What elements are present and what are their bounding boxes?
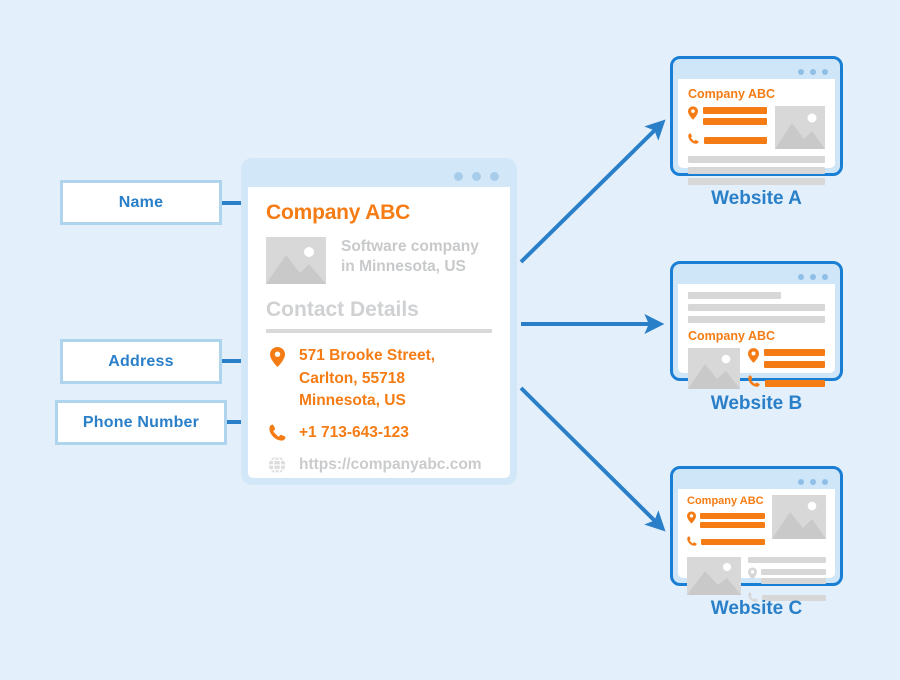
arrow-to-website-c [519,386,666,532]
detail-row-phone: +1 713-643-123 [266,422,492,445]
card-body: Company ABC Software company in Minnesot… [248,187,510,478]
content-bar [762,595,826,601]
window-dot-1 [454,171,463,181]
content-bar [688,156,825,163]
website-a-body: Company ABC [678,79,835,185]
phone-icon [748,374,760,392]
website-a-label: Website A [711,188,802,209]
website-a-company-name: Company ABC [688,87,776,101]
website-b-label: Website B [710,393,803,414]
website-line-1: https://companyabc.com [299,455,482,473]
address-text: 571 Brooke Street, Carlton, 55718 Minnes… [299,345,435,413]
content-bar [703,106,767,114]
map-pin-icon-gray [748,567,757,585]
label-box-phone-number[interactable]: Phone Number [55,400,227,445]
business-listing-card: Company ABC Software company in Minnesot… [241,158,517,485]
label-box-name[interactable]: Name [60,180,222,225]
image-placeholder-icon [687,557,741,595]
window-dot-3 [490,171,499,181]
arrow-to-website-a [519,119,666,264]
map-pin-icon [748,348,759,368]
label-text-address: Address [108,352,174,370]
phone-line-1: +1 713-643-123 [299,423,409,441]
content-bar [700,521,765,528]
image-placeholder-icon [772,495,826,539]
window-dot-1 [798,273,804,280]
content-bar [688,304,825,311]
content-bar [704,136,767,144]
website-card-c[interactable]: Company ABC [670,466,843,602]
website-text: https://companyabc.com [299,454,482,477]
window-dot-1 [798,478,804,485]
image-placeholder-icon [775,106,825,149]
website-c-titlebar [678,474,835,489]
window-dot-2 [810,68,816,75]
map-pin-icon [687,511,696,529]
globe-icon [266,454,288,474]
company-name: Company ABC [266,201,411,224]
website-card-a[interactable]: Company ABC [670,56,843,185]
connector-line-address [222,359,252,363]
window-dot-3 [822,478,828,485]
website-c-body: Company ABC [678,489,835,602]
content-bar [688,178,825,185]
content-bar [703,117,767,125]
phone-icon-gray [748,589,758,607]
image-placeholder-icon [266,237,326,284]
window-dot-1 [798,68,804,75]
contact-details-heading: Contact Details [266,298,419,321]
map-pin-icon [688,106,698,125]
label-box-address[interactable]: Address [60,339,222,384]
website-c-company-name: Company ABC [687,495,764,507]
content-bar [688,167,825,174]
address-line-3: Minnesota, US [299,392,406,410]
company-summary-row: Software company in Minnesota, US [266,237,492,284]
company-description-line-1: Software company [341,238,479,255]
website-b-titlebar [678,269,835,284]
address-line-2: Carlton, 55718 [299,369,405,387]
phone-icon [687,533,697,551]
window-dot-3 [822,68,828,75]
company-description: Software company in Minnesota, US [341,237,479,277]
website-b-company-name: Company ABC [688,329,776,343]
label-text-phone-number: Phone Number [82,413,200,431]
section-divider [266,329,492,333]
website-a-titlebar [678,64,835,79]
window-dot-2 [472,171,481,181]
window-dot-2 [810,273,816,280]
window-dot-3 [822,273,828,280]
content-bar [748,557,826,563]
phone-text: +1 713-643-123 [299,422,409,445]
phone-icon [688,131,699,149]
content-bar [765,379,825,387]
website-c-label: Website C [710,598,803,619]
content-bar [761,577,826,584]
image-placeholder-icon [688,348,740,389]
content-bar [764,360,825,368]
content-bar [688,292,782,299]
detail-row-address: 571 Brooke Street, Carlton, 55718 Minnes… [266,345,492,413]
website-b-body: Company ABC [678,284,835,389]
map-pin-icon [266,345,288,367]
website-card-b[interactable]: Company ABC [670,261,843,389]
content-bar [700,512,765,519]
window-dot-2 [810,478,816,485]
content-bar [701,539,765,545]
address-line-1: 571 Brooke Street, [299,347,436,364]
content-bar [764,348,825,356]
company-description-line-2: in Minnesota, US [341,257,466,275]
card-titlebar [248,165,510,187]
detail-row-website: https://companyabc.com [266,454,492,477]
content-bar [761,568,826,575]
content-bar [688,316,825,323]
phone-icon [266,422,288,441]
label-text-name: Name [118,193,164,211]
connector-line-name [222,201,252,205]
connector-line-phone-number [227,420,252,424]
